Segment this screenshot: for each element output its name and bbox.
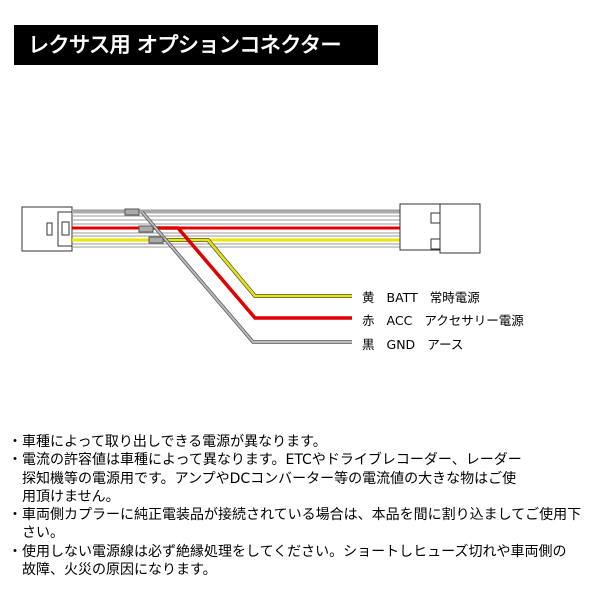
right-connector <box>399 203 481 254</box>
left-connector <box>21 206 73 252</box>
splice-sleeves <box>124 208 164 244</box>
gnd-wire <box>140 210 352 344</box>
note: ・使用しない電源線は必ず絶縁処理をしてください。ショートしヒューズ切れや車両側の… <box>8 543 567 579</box>
wire-signal: BATT <box>386 290 418 305</box>
wire-signal: GND <box>386 337 416 352</box>
wire-color: 黄 <box>362 290 375 305</box>
page-title: レクサス用 オプションコネクター <box>14 25 378 65</box>
note: ・車両側カプラーに純正電装品が接続されている場合は、本品を間に割り込ましてご使用… <box>8 507 582 542</box>
harness-wires <box>72 209 400 248</box>
wire-label-gnd: 黒 GND アース <box>362 334 475 353</box>
wire-label-acc: 赤 ACC アクセサリー電源 <box>362 310 536 329</box>
wire-desc: アース <box>427 337 464 352</box>
wire-desc: 常時電源 <box>429 290 480 305</box>
wire-label-batt: 黄 BATT 常時電源 <box>362 287 492 306</box>
notes: ・車種によって取り出しできる電源が異なります。 ・電流の許容値は車種によって異な… <box>8 433 592 579</box>
wire-desc: アクセサリー電源 <box>424 313 524 328</box>
wire-color: 赤 <box>362 313 375 328</box>
note: ・車種によって取り出しできる電源が異なります。 <box>8 434 327 450</box>
note: ・電流の許容値は車種によって異なります。ETCやドライブレコーダー、レーダー探知… <box>8 452 522 505</box>
wire-signal: ACC <box>386 313 413 328</box>
acc-wire <box>150 226 352 320</box>
wire-color: 黒 <box>362 337 375 352</box>
